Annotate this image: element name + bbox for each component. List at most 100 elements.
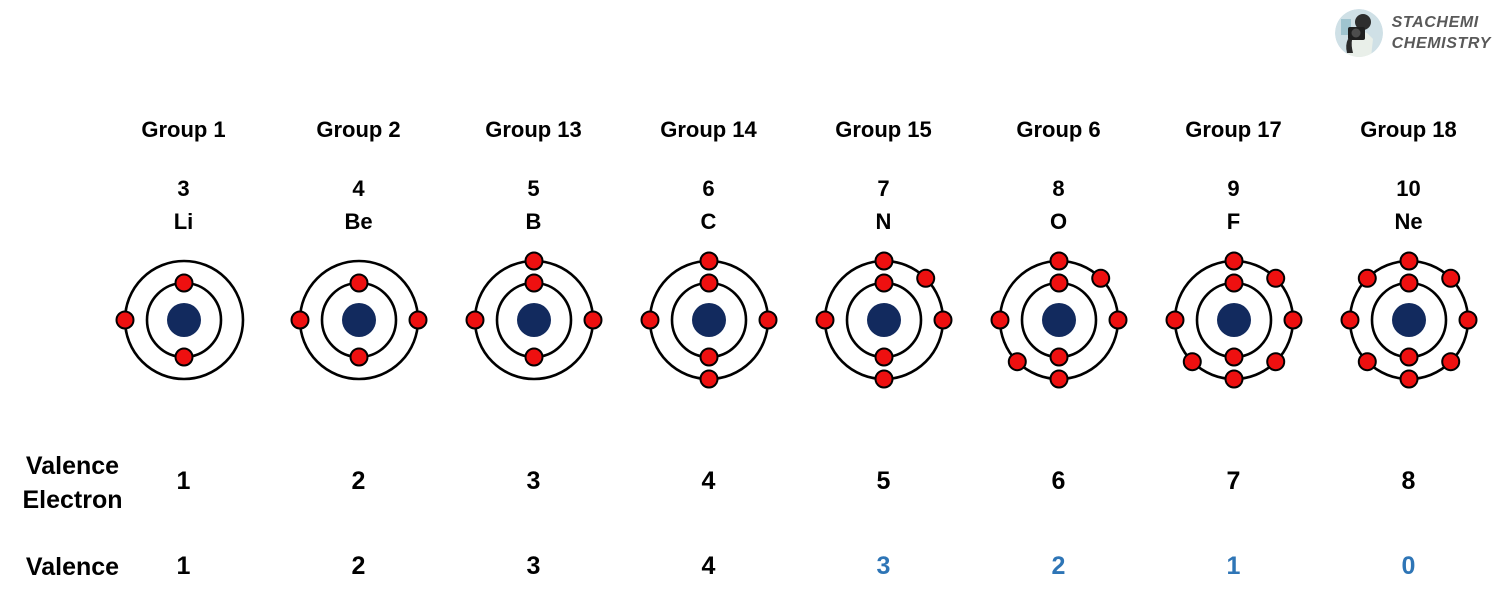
atomic-number: 3 [177,176,190,201]
electron [1265,352,1285,372]
electron [1108,310,1127,330]
element-column-f: Group 17 9 F 7 1 [1146,105,1321,614]
bohr-model [1334,245,1484,395]
bohr-model [809,245,959,395]
electron [1049,273,1068,293]
valence-electrons-value: 4 [701,467,716,495]
electron [1090,268,1110,288]
electron [524,347,543,367]
logo: STACHEMI CHEMISTRY [1334,9,1491,57]
element-columns: Group 1 3 Li 1 1 Group 2 4 Be 2 2 Group … [96,105,1496,614]
electron [699,251,718,271]
valence-value: 2 [1051,552,1066,580]
group-header: Group 1 [141,117,226,142]
element-symbol: Li [173,209,194,234]
group-header: Group 18 [1360,117,1457,142]
electron [1224,369,1243,389]
bohr-model-svg [815,251,952,389]
valence-electrons-value: 1 [176,467,191,495]
element-symbol: F [1226,209,1241,234]
valence-electron-row-label-line1: Valence [25,452,120,480]
electron [1283,310,1302,330]
valence-value: 2 [351,552,366,580]
electron [1049,347,1068,367]
element-column-b: Group 13 5 B 3 3 [446,105,621,614]
element-symbol: B [525,209,542,234]
electron [640,310,659,330]
valence-electrons-value: 5 [876,467,891,495]
electron [1049,369,1068,389]
atomic-number: 4 [352,176,365,201]
element-column-ne: Group 18 10 Ne 8 0 [1321,105,1496,614]
valence-electron-row-label-line2: Electron [22,486,123,514]
electron [815,310,834,330]
electron [1399,273,1418,293]
valence-row-label: Valence [25,553,120,581]
bohr-model [984,245,1134,395]
electron [1340,310,1359,330]
nucleus [166,303,201,337]
group-header: Group 14 [660,117,757,142]
electron [465,310,484,330]
element-column-n: Group 15 7 N 5 3 [796,105,971,614]
electron [1399,251,1418,271]
electron [583,310,602,330]
electron [874,347,893,367]
electron [349,347,368,367]
valence-electrons-value: 2 [351,467,366,495]
element-symbol: N [875,209,892,234]
electron [699,273,718,293]
photographer-avatar-icon [1334,9,1383,57]
electron [1265,268,1285,288]
valence-electrons-value: 6 [1051,467,1066,495]
valence-value: 3 [876,552,891,580]
electron [758,310,777,330]
valence-value: 1 [1226,552,1241,580]
valence-value: 1 [176,552,191,580]
atomic-number: 8 [1052,176,1065,201]
group-header: Group 17 [1185,117,1282,142]
bohr-model-svg [990,251,1127,389]
atomic-number: 7 [877,176,890,201]
group-header: Group 2 [316,117,401,142]
bohr-model-svg [290,259,427,381]
electron [174,347,193,367]
atomic-number: 5 [527,176,540,201]
electron [933,310,952,330]
electron [349,273,368,293]
bohr-model-svg [1340,251,1477,389]
bohr-model [284,245,434,395]
bohr-model [1159,245,1309,395]
valence-value: 4 [701,552,716,580]
group-header: Group 6 [1016,117,1101,142]
element-symbol: O [1049,209,1068,234]
electron [874,273,893,293]
nucleus [866,303,901,337]
bohr-model [459,245,609,395]
bohr-model [634,245,784,395]
electron [1165,310,1184,330]
group-header: Group 15 [835,117,932,142]
logo-text: STACHEMI CHEMISTRY [1392,12,1491,54]
valence-value: 0 [1401,552,1416,580]
logo-brand-line1: STACHEMI [1391,14,1479,31]
element-column-c: Group 14 6 C 4 4 [621,105,796,614]
electron [699,347,718,367]
atomic-number: 6 [702,176,715,201]
electron [1458,310,1477,330]
electron [1049,251,1068,271]
valence-electrons-value: 8 [1401,467,1416,495]
element-symbol: C [700,209,717,234]
logo-avatar [1334,9,1383,57]
electron [1357,268,1377,288]
atomic-number: 10 [1396,176,1421,201]
electron [699,369,718,389]
bohr-model-svg [115,259,244,381]
nucleus [1041,303,1076,337]
nucleus [1216,303,1251,337]
electron [115,310,134,330]
electron [524,273,543,293]
element-column-li: Group 1 3 Li 1 1 [96,105,271,614]
electron [1440,352,1460,372]
